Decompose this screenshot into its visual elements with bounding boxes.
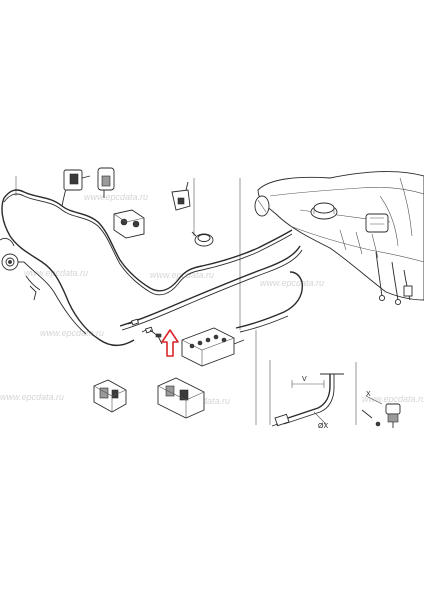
highlight-arrow xyxy=(161,329,179,357)
distributor-block xyxy=(181,327,245,367)
pipe-clip-upper xyxy=(113,209,145,239)
watermark-mid-left: www.epcdata.ru xyxy=(40,328,104,338)
detail-mark-label: ØX xyxy=(318,423,328,430)
fuel-tank xyxy=(254,171,424,306)
pipe-clip-lower-left xyxy=(93,379,127,413)
watermark-bottom-left: www.epcdata.ru xyxy=(0,392,64,402)
dimension-v-label: V xyxy=(302,376,307,383)
pipe-clip-lower-center xyxy=(157,377,205,419)
connector-top-center xyxy=(97,167,115,198)
watermark-left: www.epcdata.ru xyxy=(24,268,88,278)
hose-clamp xyxy=(191,231,214,247)
dimension-x-label: X xyxy=(366,391,371,398)
up-arrow-icon xyxy=(161,329,179,357)
detail-pipe: V ØX xyxy=(271,373,344,430)
bracket-top xyxy=(171,181,191,211)
fitting-left xyxy=(1,253,24,271)
watermark-top: www.epcdata.ru xyxy=(84,192,148,202)
watermark-bottom-right: www.epcdata.ru xyxy=(362,394,424,404)
watermark-right: www.epcdata.ru xyxy=(260,278,324,288)
detail-fitting: X xyxy=(361,391,401,428)
connector-top-left xyxy=(63,169,91,191)
